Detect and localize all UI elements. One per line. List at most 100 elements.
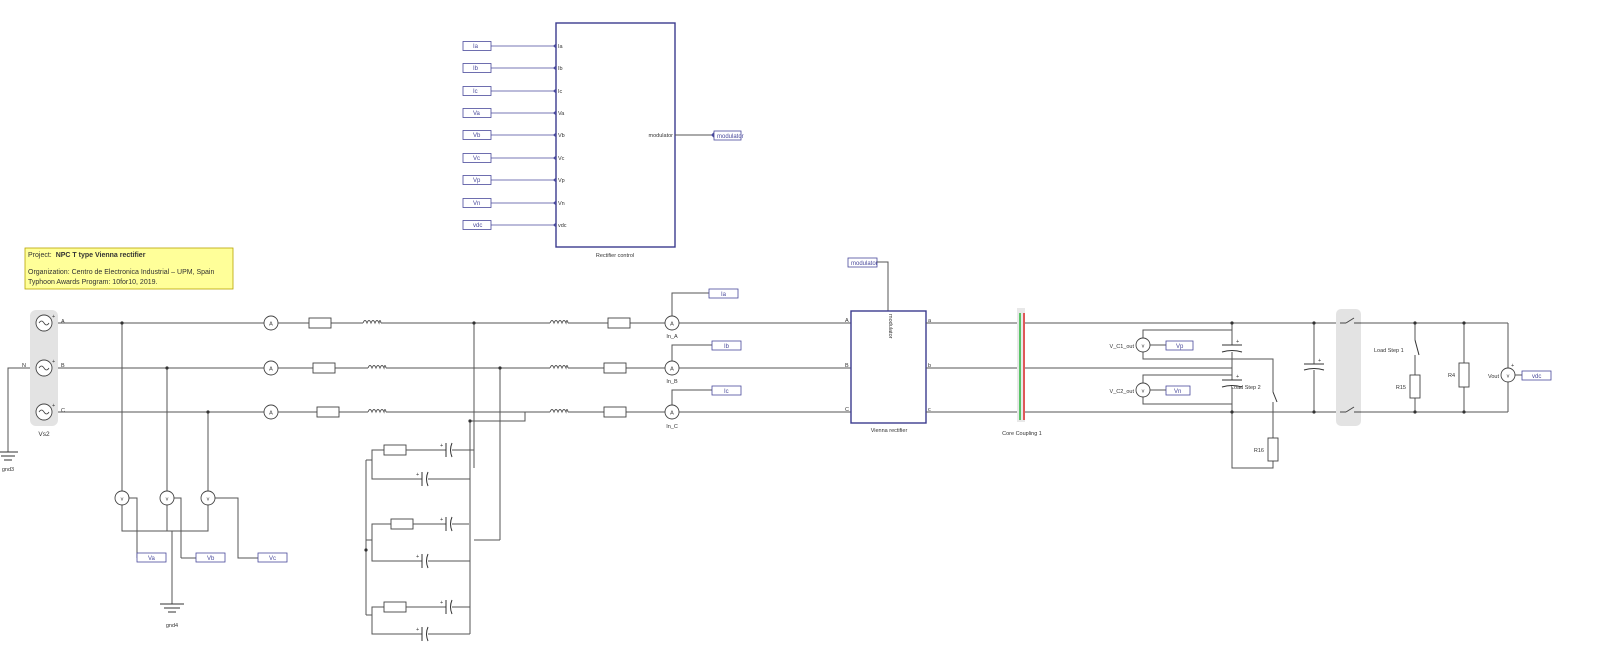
svg-text:Ia: Ia [721, 292, 727, 298]
source-name: Vs2 [38, 431, 50, 438]
voltmeter-vc2[interactable]: v V_C2_out [1110, 382, 1151, 398]
ammeter-left-b[interactable]: A [263, 360, 279, 376]
resistors-right[interactable] [603, 317, 631, 418]
rc-input-7[interactable]: Vn Vn [462, 198, 565, 208]
dc-cap-plus-3: + [1318, 358, 1321, 364]
tag-vp[interactable]: Vp [1165, 340, 1194, 351]
cap-plus-5: + [440, 600, 443, 606]
inductors-left[interactable] [362, 320, 387, 414]
ammeter-in-b[interactable]: A In_B [664, 360, 680, 385]
core-coupling-label: Core Coupling 1 [1002, 431, 1042, 437]
tag-modulator-out[interactable]: modulator [713, 130, 744, 141]
inductors-right[interactable] [549, 320, 569, 414]
rc-filter-bank[interactable]: + + + + + + [364, 321, 550, 642]
rc-input-tag-2: Ic [473, 89, 478, 95]
ammeter-in-a[interactable]: A In_A [664, 315, 680, 340]
rectifier-control-block[interactable]: Rectifier control modulator [555, 22, 676, 259]
resistors-left[interactable] [308, 317, 340, 418]
rc-input-tag-4: Vb [473, 133, 481, 139]
dc-link-capacitors[interactable]: + + + [1221, 339, 1325, 388]
svg-text:Vb: Vb [207, 556, 215, 562]
voltmeter-vout[interactable]: v Vout + [1488, 363, 1516, 383]
voltmeter-a[interactable]: v [114, 490, 130, 506]
svg-text:v: v [121, 497, 124, 503]
svg-text:+: + [1511, 363, 1514, 369]
project-program: Typhoon Awards Program: 10for10, 2019. [28, 279, 158, 286]
svg-text:Load Step 2: Load Step 2 [1231, 385, 1261, 391]
phase-label-b: B [61, 363, 65, 369]
svg-text:Vc: Vc [269, 556, 276, 562]
tag-vn[interactable]: Vn [1165, 385, 1191, 396]
resistor-r4[interactable]: R4 [1448, 362, 1470, 388]
load-step-2-switch[interactable]: Load Step 2 [1231, 385, 1278, 403]
svg-text:A: A [670, 411, 674, 417]
rc-input-port-7: Vn [558, 201, 565, 207]
core-coupling[interactable]: Core Coupling 1 [1002, 308, 1042, 437]
ground-gnd4: gnd4 [160, 603, 184, 629]
resistor-r15[interactable]: R15 [1396, 374, 1421, 399]
svg-text:A: A [269, 367, 273, 373]
svg-text:R4: R4 [1448, 373, 1455, 379]
vienna-port-c-in: C [845, 407, 849, 413]
vienna-rectifier-block[interactable]: modulator A B C a b c Vienna rectifier [845, 310, 932, 434]
three-phase-source[interactable]: Vs2 [30, 310, 58, 438]
svg-text:modulator: modulator [717, 134, 744, 140]
tag-ic[interactable]: Ic [711, 385, 742, 396]
voltmeter-vc1[interactable]: v V_C1_out [1110, 337, 1151, 353]
rc-input-4[interactable]: Vb Vb [462, 130, 565, 140]
phase-label-c: C [61, 408, 65, 414]
rc-input-port-5: Vc [558, 156, 565, 162]
rc-input-port-4: Vb [558, 133, 565, 139]
rectifier-control-title: Rectifier control [596, 253, 634, 259]
svg-text:In_A: In_A [666, 334, 678, 340]
rc-input-tag-7: Vn [473, 201, 480, 207]
rc-input-tag-0: Ia [473, 44, 479, 50]
modulator-in-wire [877, 261, 889, 311]
tag-ib[interactable]: Ib [711, 340, 742, 351]
vienna-port-a-in: A [845, 318, 849, 324]
tag-va[interactable]: Va [136, 552, 167, 563]
svg-text:In_B: In_B [666, 379, 678, 385]
svg-text:Va: Va [148, 556, 156, 562]
voltmeter-c[interactable]: v [200, 490, 216, 506]
ammeter-in-c[interactable]: A In_C [664, 404, 680, 430]
rc-input-port-1: Ib [558, 66, 563, 72]
tag-modulator-in[interactable]: modulator [847, 257, 878, 268]
svg-text:v: v [1507, 374, 1510, 380]
svg-text:A: A [269, 322, 273, 328]
ammeter-left-a[interactable]: A [263, 315, 279, 331]
voltmeter-b[interactable]: v [159, 490, 175, 506]
source-plus-a: + [52, 314, 55, 320]
svg-text:modulator: modulator [851, 261, 878, 267]
tag-vb[interactable]: Vb [195, 552, 226, 563]
phase-wires-left [58, 322, 550, 413]
ammeter-left-c[interactable]: A [263, 404, 279, 420]
source-plus-c: + [52, 403, 55, 409]
svg-text:Vout: Vout [1488, 374, 1499, 380]
source-plus-b: + [52, 359, 55, 365]
cap-plus-4: + [416, 554, 419, 560]
vienna-port-b-out: b [928, 363, 931, 369]
tag-vdc[interactable]: vdc [1521, 370, 1552, 381]
resistor-r16[interactable]: R16 [1254, 437, 1279, 462]
project-name: NPC T type Vienna rectifier [56, 252, 146, 259]
dc-cap-plus-2: + [1236, 374, 1239, 380]
tag-ia[interactable]: Ia [708, 288, 739, 299]
svg-text:v: v [1142, 389, 1145, 395]
svg-text:Project: NPC T type Vien: Project: NPC T type Vienna rectifier [28, 252, 146, 259]
modulator-output-wire [675, 132, 714, 138]
vienna-port-a-out: a [928, 318, 932, 324]
svg-text:V_C1_out: V_C1_out [1110, 344, 1135, 350]
tag-vc[interactable]: Vc [257, 552, 288, 563]
load-step-1-switch[interactable]: Load Step 1 [1336, 309, 1420, 426]
ground-gnd4-label: gnd4 [166, 623, 178, 629]
cap-plus-3: + [440, 517, 443, 523]
